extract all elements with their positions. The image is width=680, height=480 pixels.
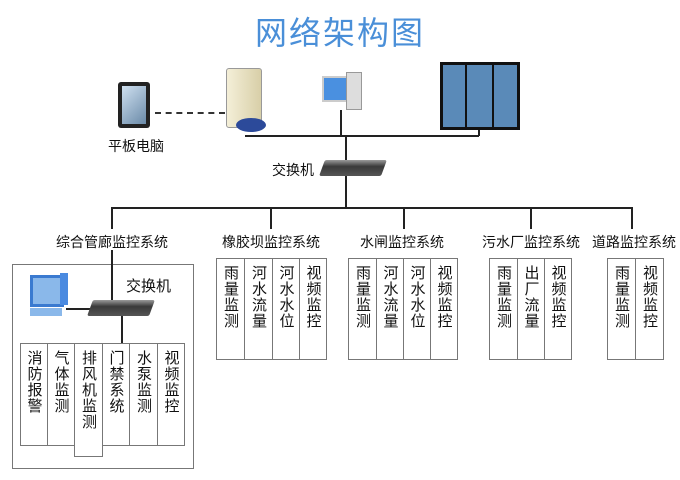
subsystem-column: 河水水位 [272,258,300,360]
subsystem-column: 雨量监测 [348,258,377,360]
dashed-link [155,112,225,114]
subsystem-column: 视频监控 [157,343,185,446]
system-label-rubber-dam: 橡胶坝监控系统 [222,235,320,251]
subsystem-column: 雨量监测 [216,258,245,360]
diagram-title: 网络架构图 [254,14,425,52]
tablet-icon [118,82,150,128]
subsystem-column: 水泵监测 [129,343,158,446]
subsystem-column: 河水流量 [244,258,273,360]
subsystem-column: 排风机监测 [74,343,103,457]
workstation-icon [30,275,64,307]
subsystem-column: 气体监测 [47,343,75,446]
system-label-road: 道路监控系统 [592,235,676,251]
core-switch-icon [319,160,387,176]
workstation-tower [60,273,68,305]
tablet-label: 平板电脑 [108,139,164,155]
subsystem-column: 视频监控 [544,258,572,360]
subsystem-column: 出厂流量 [517,258,545,360]
pipe-gallery-group [12,264,194,469]
subsystem-column: 门禁系统 [102,343,130,446]
subsystem-column: 河水流量 [376,258,404,360]
subsystem-column: 视频监控 [635,258,664,360]
group-switch-label: 交换机 [126,277,172,295]
video-wall-icon [440,62,520,130]
system-label-sewage: 污水厂监控系统 [482,235,580,251]
subsystem-column: 视频监控 [299,258,327,360]
computer-tower [346,72,362,110]
group-switch-icon [87,300,155,316]
system-label-sluice: 水闸监控系统 [360,235,444,251]
subsystem-column: 雨量监测 [489,258,518,360]
core-switch-label: 交换机 [272,163,314,179]
keyboard-icon [30,308,62,316]
system-label-pipe-gallery: 综合管廊监控系统 [56,235,168,251]
subsystem-column: 河水水位 [403,258,431,360]
subsystem-column: 雨量监测 [607,258,636,360]
server-base [236,118,266,132]
subsystem-column: 视频监控 [430,258,458,360]
subsystem-column: 消防报警 [20,343,48,446]
